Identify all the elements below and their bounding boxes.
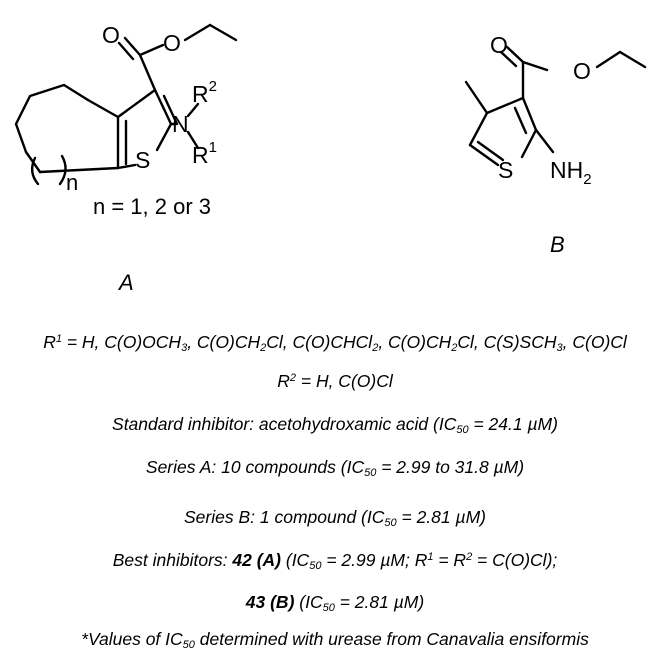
standard-inhibitor: Standard inhibitor: acetohydroxamic acid… — [112, 414, 558, 436]
footnote: *Values of IC50 determined with urease f… — [81, 629, 589, 651]
best-inhibitors: Best inhibitors: 42 (A) (IC50 = 2.99 µM;… — [112, 550, 558, 572]
structure-b-label: B — [550, 232, 565, 257]
r1-definition: R1 = H, C(O)OCH3, C(O)CH2Cl, C(O)CHCl2, … — [43, 332, 627, 354]
structure-a-label: A — [117, 270, 134, 295]
atom-o-carbonyl-b: O — [490, 32, 508, 58]
structure-b — [464, 45, 647, 167]
series-b: Series B: 1 compound (IC50 = 2.81 µM) — [184, 507, 486, 529]
chemical-structures: O O N S R2 R1 n n = 1, 2 or 3 A O O S NH… — [14, 22, 647, 295]
atom-s-b: S — [498, 157, 513, 183]
atom-r1: R1 — [192, 139, 217, 168]
atom-o-carbonyl-a: O — [102, 22, 120, 48]
atom-n-a: N — [172, 111, 189, 137]
r2-definition: R2 = H, C(O)Cl — [277, 371, 393, 391]
atom-r2: R2 — [192, 78, 217, 107]
repeat-n-label: n — [66, 170, 78, 195]
atom-s-a: S — [135, 147, 150, 173]
best-inhibitors-43: 43 (B) (IC50 = 2.81 µM) — [245, 592, 425, 614]
atom-o-ether-b: O — [573, 58, 591, 84]
structure-a — [14, 23, 238, 186]
atom-nh2-b: NH2 — [550, 157, 592, 188]
atom-o-ether-a: O — [163, 30, 181, 56]
paren-left — [30, 156, 40, 186]
series-a: Series A: 10 compounds (IC50 = 2.99 to 3… — [145, 457, 525, 479]
paren-right — [58, 154, 67, 186]
n-values-label: n = 1, 2 or 3 — [93, 194, 211, 219]
